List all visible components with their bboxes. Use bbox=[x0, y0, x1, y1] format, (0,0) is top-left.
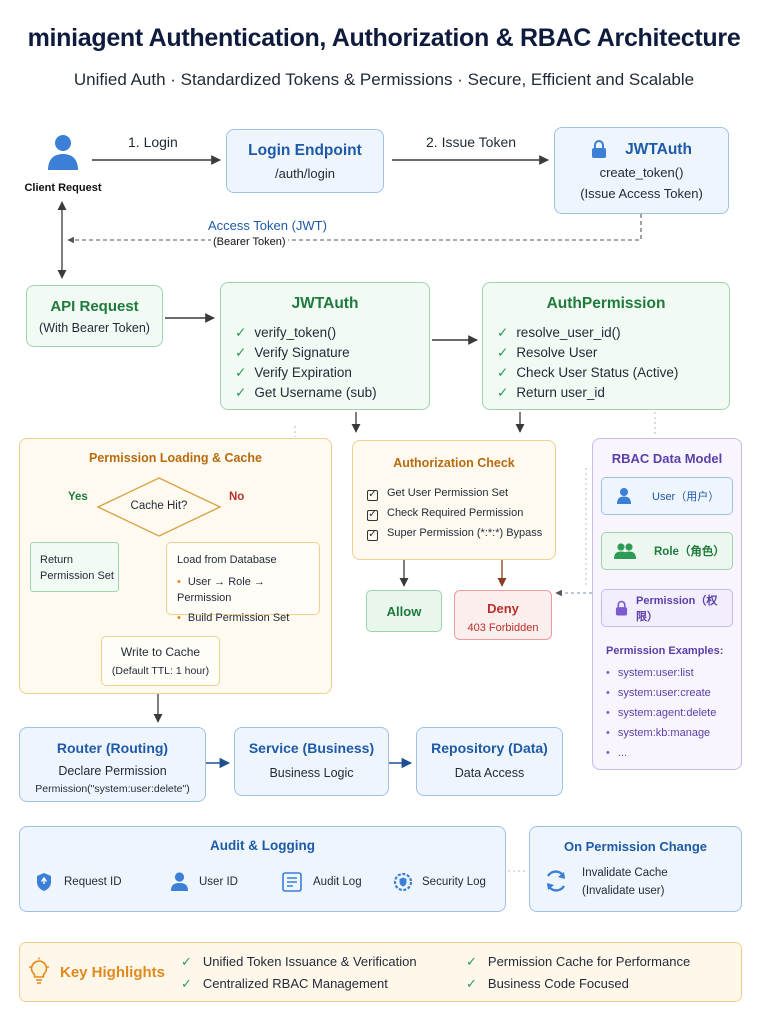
audit-item-request-id: Request ID bbox=[35, 872, 122, 892]
users-icon bbox=[614, 543, 636, 559]
issue-token-step-label: 2. Issue Token bbox=[426, 134, 517, 150]
permission-example: •system:kb:manage bbox=[606, 727, 711, 739]
audit-item-security-log: Security Log bbox=[392, 871, 486, 893]
authz-item: ✓Get User Permission Set bbox=[367, 487, 509, 501]
client-request-label: Client Request bbox=[24, 182, 102, 194]
rbac-role-box: Role（角色） bbox=[601, 532, 733, 570]
key-highlights-panel bbox=[19, 942, 742, 1002]
audit-item-audit-log: Audit Log bbox=[282, 872, 362, 892]
login-endpoint-path: /auth/login bbox=[275, 166, 335, 181]
jwt-issue-title: JWTAuth bbox=[625, 140, 692, 158]
authorization-check-panel: Authorization Check ✓Get User Permission… bbox=[352, 440, 556, 560]
api-request-subtitle: (With Bearer Token) bbox=[39, 321, 150, 335]
permission-example: •system:user:create bbox=[606, 687, 711, 699]
jwt-verify-item: ✓Verify Signature bbox=[235, 345, 350, 360]
return-permission-set-box: Return Permission Set bbox=[30, 542, 119, 592]
invalidate-cache-text: Invalidate Cache (Invalidate user) bbox=[582, 867, 668, 897]
audit-logging-title: Audit & Logging bbox=[210, 838, 315, 853]
allow-box: Allow bbox=[366, 590, 442, 632]
rbac-title: RBAC Data Model bbox=[611, 451, 723, 466]
jwt-verify-item: ✓Verify Expiration bbox=[235, 365, 352, 380]
write-to-cache-title: Write to Cache bbox=[120, 645, 201, 659]
write-to-cache-note: (Default TTL: 1 hour) bbox=[111, 665, 210, 677]
permission-change-title: On Permission Change bbox=[563, 839, 708, 854]
api-request-box: API Request (With Bearer Token) bbox=[26, 285, 163, 347]
auth-permission-item: ✓Return user_id bbox=[497, 385, 605, 400]
authorization-check-title: Authorization Check bbox=[393, 456, 515, 470]
service-box: Service (Business) Business Logic bbox=[234, 727, 389, 796]
load-item: •Build Permission Set bbox=[177, 612, 290, 624]
audit-logging-panel: Audit & Logging bbox=[19, 826, 506, 912]
jwt-verify-item: ✓verify_token() bbox=[235, 325, 337, 340]
document-icon bbox=[282, 872, 302, 892]
login-endpoint-title: Login Endpoint bbox=[248, 142, 362, 159]
permission-example: •system:agent:delete bbox=[606, 707, 717, 719]
audit-item-user-id: User ID bbox=[170, 871, 238, 892]
permission-example: •system:user:list bbox=[606, 667, 694, 679]
gear-shield-icon bbox=[393, 872, 413, 892]
highlight-item: ✓Permission Cache for Performance bbox=[466, 954, 691, 969]
lightbulb-icon bbox=[29, 957, 49, 984]
lock-icon bbox=[592, 140, 607, 158]
key-highlights-title: Key Highlights bbox=[60, 964, 166, 981]
jwt-issue-method: create_token() bbox=[599, 165, 684, 180]
api-request-title: API Request bbox=[50, 298, 139, 315]
cache-hit-diamond bbox=[96, 477, 222, 537]
load-item: •User → Role → Permission bbox=[177, 576, 265, 604]
cache-hit-label: Cache Hit? bbox=[130, 500, 188, 512]
user-icon bbox=[48, 135, 78, 170]
highlight-item: ✓Business Code Focused bbox=[466, 976, 629, 991]
auth-permission-item: ✓Check User Status (Active) bbox=[497, 365, 679, 380]
auth-permission-box: AuthPermission ✓resolve_user_id() ✓Resol… bbox=[482, 282, 730, 410]
load-from-database-box: Load from Database •User → Role → Permis… bbox=[166, 542, 320, 624]
auth-permission-item: ✓resolve_user_id() bbox=[497, 325, 621, 340]
rbac-permission-box: Permission（权限） bbox=[601, 589, 733, 627]
deny-box: Deny 403 Forbidden bbox=[454, 590, 552, 640]
jwt-issue-note: (Issue Access Token) bbox=[580, 186, 703, 201]
login-step-label: 1. Login bbox=[128, 134, 178, 150]
arrow-access-token bbox=[67, 214, 642, 244]
bearer-token-label: (Bearer Token) bbox=[211, 236, 288, 248]
page-subtitle: Unified Auth · Standardized Tokens & Per… bbox=[73, 70, 695, 89]
auth-permission-item: ✓Resolve User bbox=[497, 345, 598, 360]
shield-icon bbox=[37, 873, 51, 891]
cache-no-label: No bbox=[229, 491, 245, 503]
cache-yes-label: Yes bbox=[68, 491, 88, 503]
auth-permission-title: AuthPermission bbox=[546, 295, 666, 312]
permission-example: •... bbox=[606, 747, 628, 759]
permission-examples: Permission Examples: •system:user:list •… bbox=[606, 645, 738, 763]
client-request: Client Request bbox=[18, 132, 108, 194]
rbac-user-box: User（用户） bbox=[601, 477, 733, 515]
authz-item: ✓Super Permission (*:*:*) Bypass bbox=[367, 527, 543, 541]
permission-change-panel: On Permission Change bbox=[529, 826, 742, 912]
access-token-label: Access Token (JWT) bbox=[208, 218, 327, 233]
load-from-database-title: Load from Database bbox=[177, 554, 277, 566]
write-to-cache-box: Write to Cache (Default TTL: 1 hour) bbox=[101, 636, 220, 686]
jwt-verify-box: JWTAuth ✓verify_token() ✓Verify Signatur… bbox=[220, 282, 430, 410]
highlight-item: ✓Centralized RBAC Management bbox=[181, 976, 388, 991]
router-box: Router (Routing) Declare Permission Perm… bbox=[19, 727, 206, 802]
authz-item: ✓Check Required Permission bbox=[367, 507, 524, 521]
login-endpoint-box: Login Endpoint /auth/login bbox=[226, 129, 384, 193]
lock-icon bbox=[615, 600, 628, 615]
page-title: miniagent Authentication, Authorization … bbox=[27, 24, 741, 52]
user-icon bbox=[171, 872, 188, 891]
refresh-icon bbox=[546, 870, 566, 892]
jwt-verify-item: ✓Get Username (sub) bbox=[235, 385, 377, 400]
highlight-item: ✓Unified Token Issuance & Verification bbox=[181, 954, 417, 969]
user-icon bbox=[617, 488, 631, 504]
permission-cache-title: Permission Loading & Cache bbox=[89, 451, 262, 465]
jwt-issue-box: JWTAuth create_token() (Issue Access Tok… bbox=[554, 127, 729, 214]
repository-box: Repository (Data) Data Access bbox=[416, 727, 563, 796]
jwt-verify-title: JWTAuth bbox=[291, 295, 359, 312]
